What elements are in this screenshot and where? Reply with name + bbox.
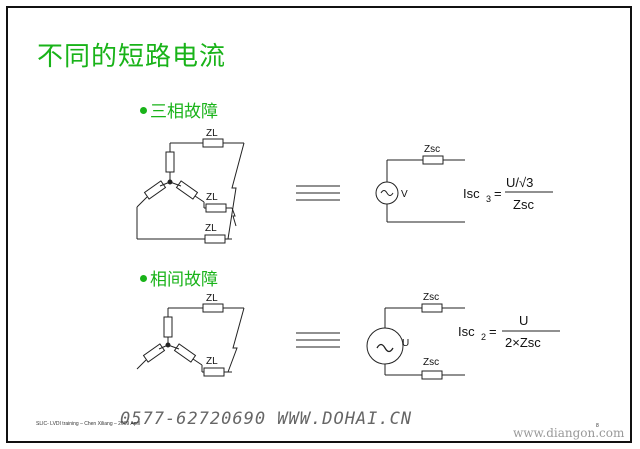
label-zl: ZL	[206, 293, 218, 304]
source-winding	[175, 180, 199, 200]
slide-title: 不同的短路电流	[37, 42, 227, 72]
label-zsc: Zsc	[424, 144, 440, 155]
formula-isc3: Isc 3 = U/√3 Zsc	[463, 175, 553, 212]
fault-lightning	[227, 307, 245, 373]
bullet-text: 相间故障	[150, 270, 218, 290]
source-winding	[165, 151, 175, 173]
label-zsc: Zsc	[423, 357, 439, 368]
impedance-zl-mid	[205, 203, 227, 213]
impedance-zl-bot	[204, 234, 226, 244]
impedance-zsc	[421, 370, 443, 380]
fault-lightning	[227, 142, 245, 240]
svg-text:=: =	[489, 324, 497, 339]
equivalence-symbol	[296, 332, 340, 348]
impedance-zsc	[422, 155, 444, 165]
slide	[6, 6, 632, 443]
impedance-zsc	[421, 303, 443, 313]
formula-numerator: U	[519, 313, 528, 328]
label-voltage: V	[401, 189, 408, 200]
formula-lhs: Isc	[463, 186, 480, 201]
label-zl: ZL	[205, 223, 217, 234]
impedance-zl-bot	[203, 367, 225, 377]
three-phase-network	[136, 138, 245, 244]
label-zl: ZL	[206, 128, 218, 139]
formula-lhs: Isc	[458, 324, 475, 339]
label-zsc: Zsc	[423, 292, 439, 303]
source-winding	[163, 316, 173, 338]
label-zl: ZL	[206, 356, 218, 367]
bullet-dot-icon	[140, 274, 147, 282]
equivalent-circuit-2ph	[366, 303, 465, 380]
formula-denominator: 2×Zsc	[505, 335, 541, 350]
formula-subscript: 2	[481, 332, 486, 342]
impedance-zl-top	[202, 303, 224, 313]
page-number: 8	[596, 423, 599, 429]
bullet-phase-to-phase: 相间故障	[140, 265, 218, 290]
source-winding	[173, 343, 197, 363]
ac-source-icon	[366, 327, 404, 365]
label-voltage: U	[402, 338, 409, 349]
bullet-text: 三相故障	[150, 102, 218, 122]
label-zl: ZL	[206, 192, 218, 203]
source-winding	[142, 343, 166, 363]
formula-denominator: Zsc	[513, 197, 534, 212]
formula-subscript: 3	[486, 194, 491, 204]
handwritten-watermark: 0577-62720690 WWW.DOHAI.CN	[120, 409, 413, 429]
impedance-zl-top	[202, 138, 224, 148]
svg-text:=: =	[494, 186, 502, 201]
slide-footer: SLIC- LVDI training – Chen Xiliang – 200…	[36, 421, 141, 427]
source-winding	[143, 180, 167, 200]
formula-isc2: Isc 2 = U 2×Zsc	[458, 313, 560, 350]
equivalent-circuit-3ph	[375, 155, 465, 223]
equivalence-symbol	[296, 185, 340, 201]
bullet-dot-icon	[140, 106, 147, 114]
bullet-three-phase: 三相故障	[140, 97, 218, 122]
phase-to-phase-network	[136, 303, 245, 377]
site-watermark: www.diangon.com	[513, 426, 625, 440]
formula-numerator: U/√3	[506, 175, 533, 190]
